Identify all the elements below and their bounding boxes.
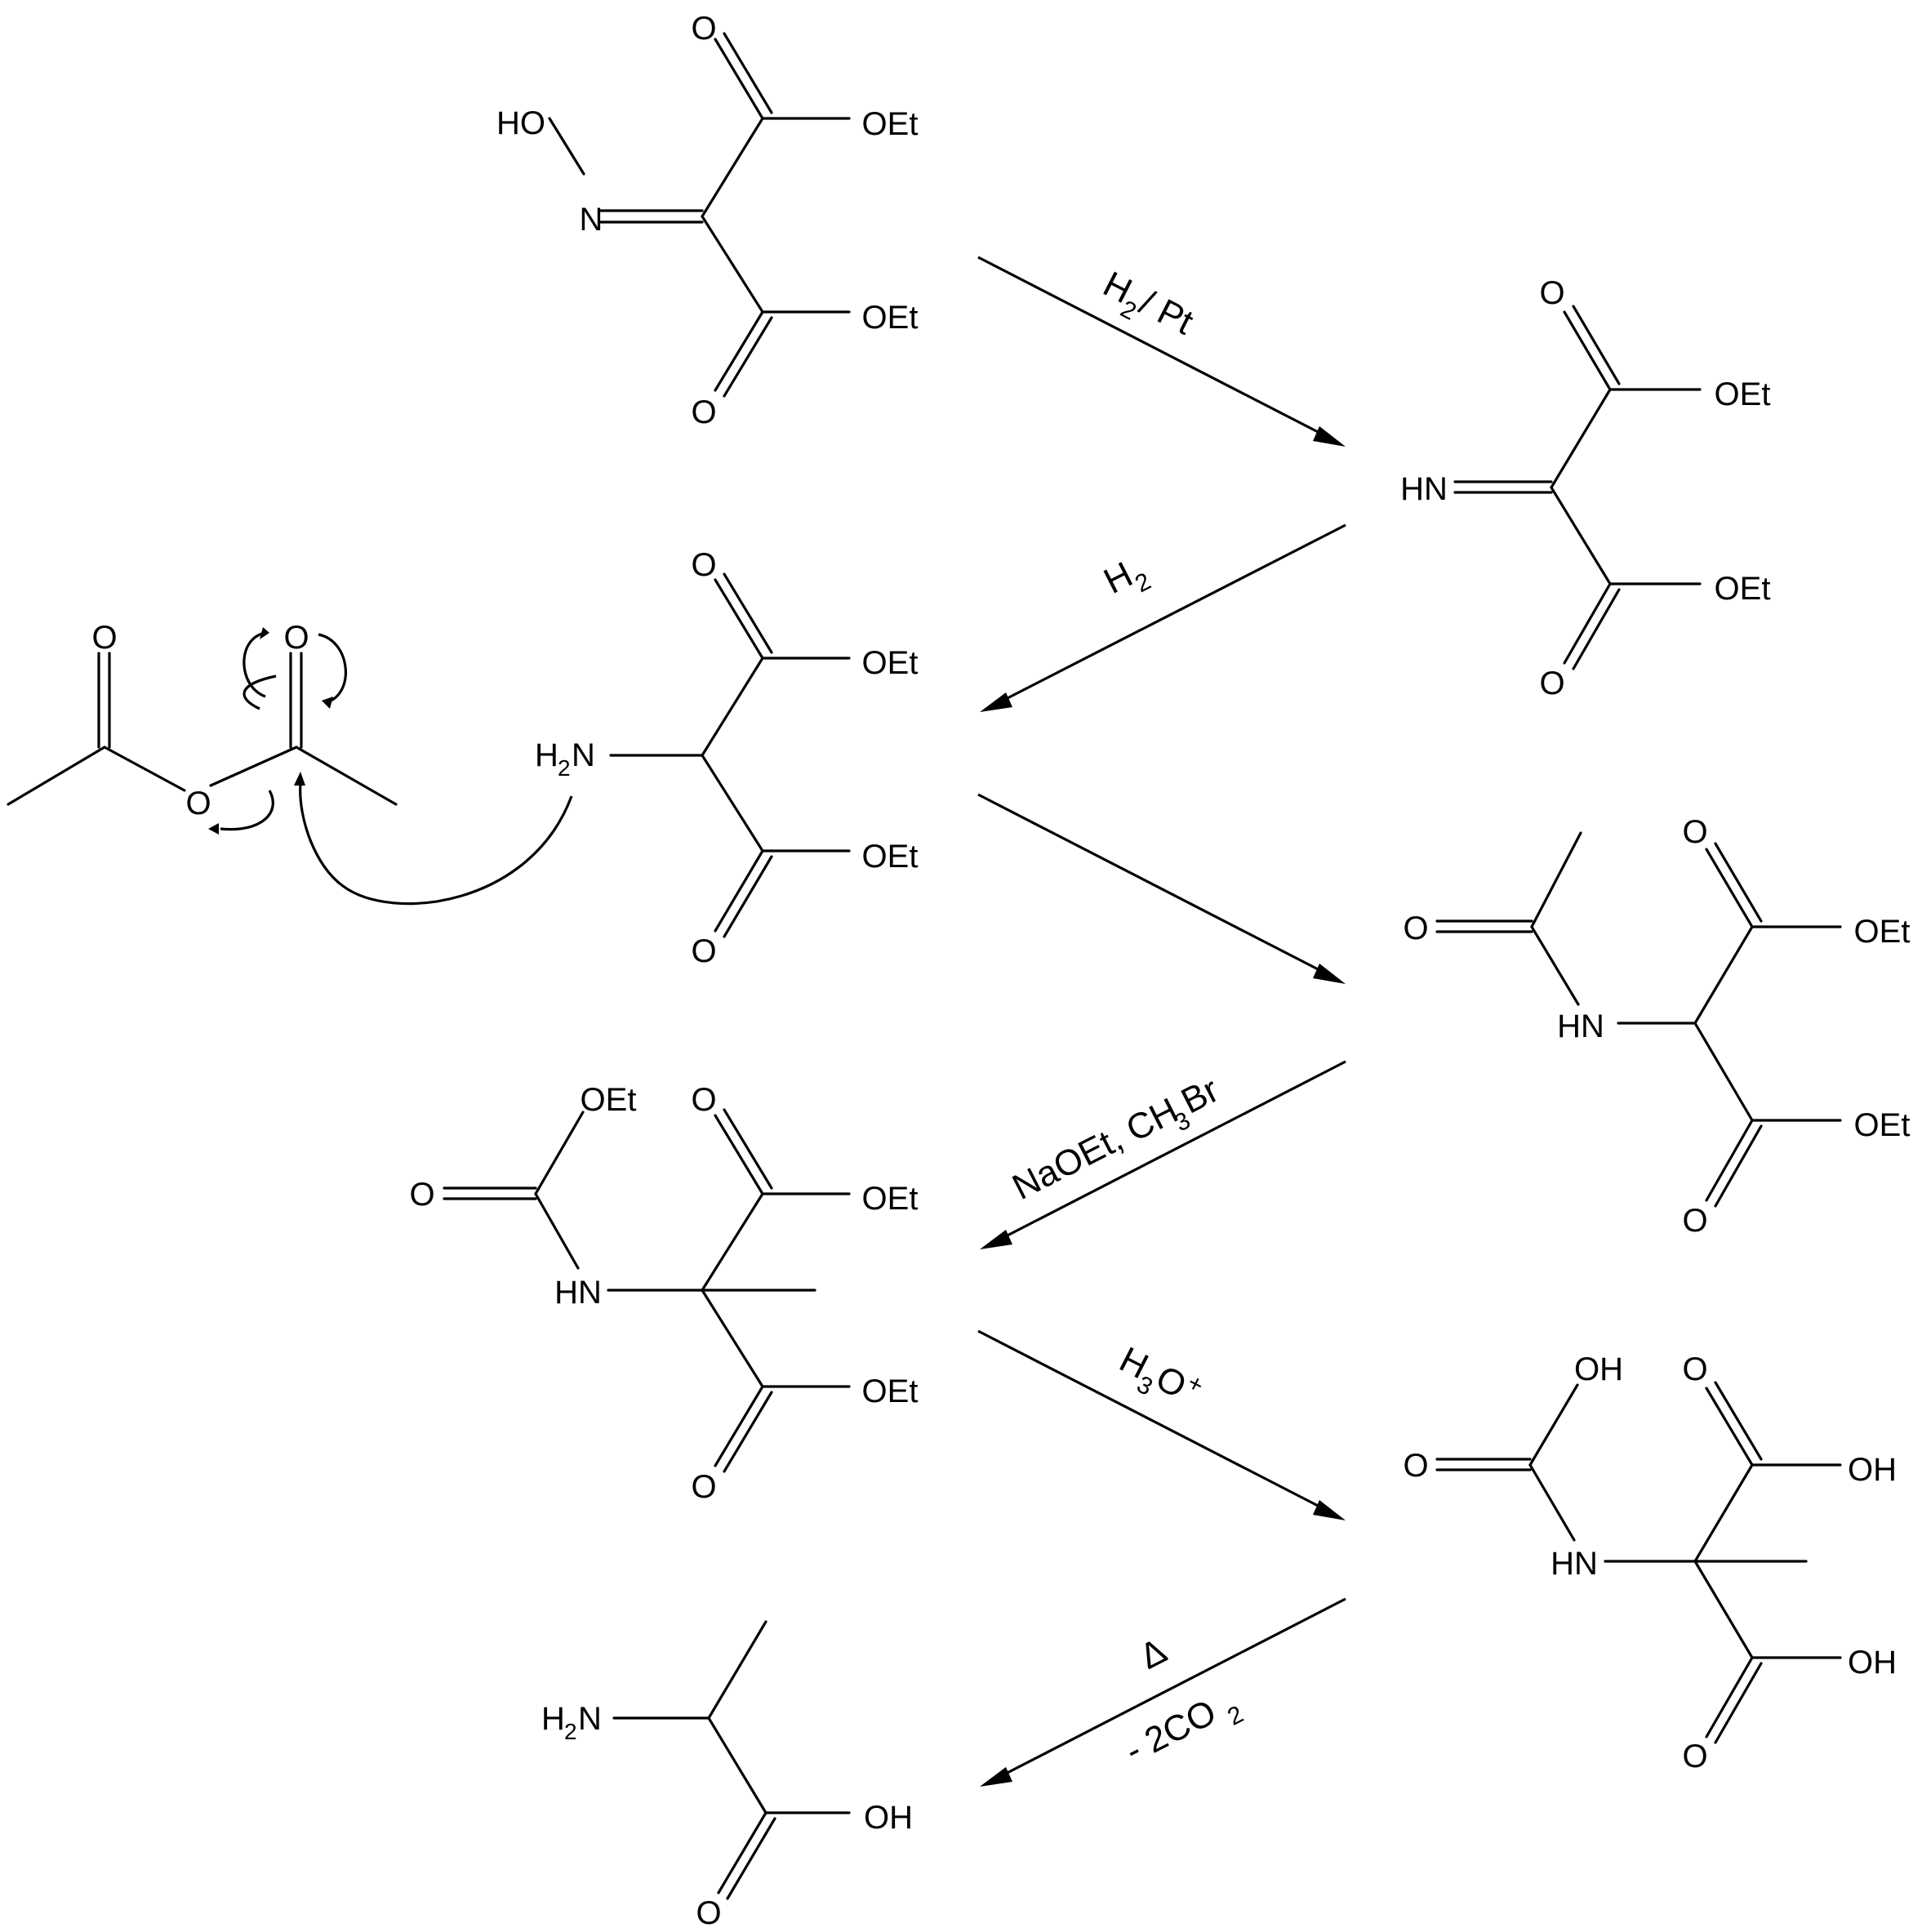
atom-label-o: O bbox=[691, 547, 716, 583]
atom-label-oh: OH bbox=[1848, 1452, 1897, 1488]
molecule-diethyl-iminomalonate: HN O O OEt OEt bbox=[1400, 275, 1770, 701]
molecule-acetic-anhydride: O O O bbox=[7, 620, 398, 821]
condition-step-1: H 2 / Pt bbox=[1097, 264, 1199, 343]
atom-label-o: O bbox=[91, 620, 117, 656]
atom-label-o: O bbox=[691, 1469, 716, 1505]
atom-label-oet: OEt bbox=[1854, 1107, 1911, 1143]
condition-step-2: H 2 bbox=[1097, 554, 1155, 602]
atom-label-ho: HO bbox=[496, 105, 545, 141]
atom-label-oet: OEt bbox=[862, 106, 919, 142]
atom-label-oet: OEt bbox=[1715, 376, 1771, 412]
atom-label-o: O bbox=[1682, 1738, 1707, 1774]
atom-label-n: N bbox=[580, 202, 603, 238]
atom-label-o: O bbox=[691, 394, 716, 430]
molecule-carboxyamino-methylmalonic-acid: OH O HN O O OH OH bbox=[1403, 1351, 1897, 1774]
reaction-arrow-step-1 bbox=[977, 256, 1346, 447]
atom-label-o: O bbox=[691, 1082, 716, 1118]
atom-label-h: H bbox=[541, 1701, 565, 1737]
atom-label-o: O bbox=[1539, 666, 1564, 701]
atom-label-oh: OH bbox=[1574, 1351, 1623, 1387]
atom-label-oet: OEt bbox=[1715, 571, 1771, 607]
condition-text: / Pt bbox=[1133, 283, 1199, 343]
condition-step-6-bottom: - 2CO 2 bbox=[1119, 1692, 1248, 1771]
condition-text: O bbox=[1150, 1358, 1193, 1406]
condition-step-4: NaOEt, CH 3 Br bbox=[1006, 1070, 1225, 1208]
condition-subscript: 2 bbox=[1223, 1701, 1248, 1731]
molecule-diethyl-oximinomalonate: HO N O O OEt OEt bbox=[496, 11, 918, 430]
atom-label-hn: HN bbox=[1557, 1008, 1604, 1044]
molecule-ethoxycarbonylamino-methylmalonate: OEt O HN O O OEt OEt bbox=[409, 1082, 918, 1505]
atom-label-oet: OEt bbox=[1854, 914, 1911, 950]
atom-label-o: O bbox=[696, 1895, 721, 1931]
molecule-diethyl-aminomalonate: H 2 N O O OEt OEt bbox=[535, 547, 918, 969]
atom-label-subscript: 2 bbox=[558, 755, 571, 781]
condition-subscript: 2 bbox=[1131, 568, 1155, 598]
atom-label-o: O bbox=[1682, 814, 1707, 850]
atom-label-oet: OEt bbox=[862, 1373, 919, 1409]
atom-label-h: H bbox=[535, 737, 558, 773]
reaction-arrow-step-6 bbox=[980, 1597, 1346, 1787]
atom-label-n: N bbox=[578, 1701, 602, 1737]
atom-label-subscript: 2 bbox=[564, 1719, 577, 1744]
atom-label-o: O bbox=[1682, 1351, 1707, 1387]
atom-label-oet: OEt bbox=[862, 839, 919, 875]
atom-label-o: O bbox=[1682, 1203, 1707, 1239]
atom-label-o: O bbox=[691, 933, 716, 969]
condition-step-5: H 3 O + bbox=[1113, 1339, 1208, 1406]
reaction-arrow-step-2 bbox=[980, 523, 1346, 712]
atom-label-oet: OEt bbox=[581, 1082, 637, 1118]
atom-label-o: O bbox=[409, 1177, 434, 1213]
atom-label-oet: OEt bbox=[862, 300, 919, 336]
atom-label-hn: HN bbox=[1400, 471, 1448, 507]
condition-text: - 2CO bbox=[1119, 1692, 1222, 1771]
mechanism-arrows bbox=[208, 627, 573, 906]
atom-label-oet: OEt bbox=[862, 645, 919, 681]
atom-label-o: O bbox=[1403, 910, 1428, 946]
condition-step-6-top: Δ bbox=[1133, 1631, 1172, 1677]
condition-text: Δ bbox=[1133, 1631, 1172, 1677]
atom-label-o: O bbox=[691, 11, 716, 47]
reaction-arrow-step-4 bbox=[980, 1060, 1346, 1249]
molecule-alanine: H 2 N OH O bbox=[541, 1620, 913, 1931]
atom-label-hn: HN bbox=[1551, 1546, 1598, 1582]
atom-label-hn: HN bbox=[554, 1275, 602, 1311]
atom-label-n: N bbox=[572, 737, 595, 773]
molecule-diethyl-acetamidomalonate: O HN O O OEt OEt bbox=[1403, 814, 1910, 1239]
atom-label-oet: OEt bbox=[862, 1181, 919, 1217]
reaction-arrow-step-5 bbox=[977, 1329, 1346, 1520]
atom-label-oh: OH bbox=[864, 1800, 913, 1836]
atom-label-o: O bbox=[185, 786, 211, 821]
atom-label-o: O bbox=[1539, 275, 1564, 311]
atom-label-o: O bbox=[283, 620, 309, 656]
reaction-arrow-step-3 bbox=[977, 793, 1346, 984]
atom-label-o: O bbox=[1403, 1448, 1428, 1484]
atom-label-oh: OH bbox=[1848, 1645, 1897, 1680]
